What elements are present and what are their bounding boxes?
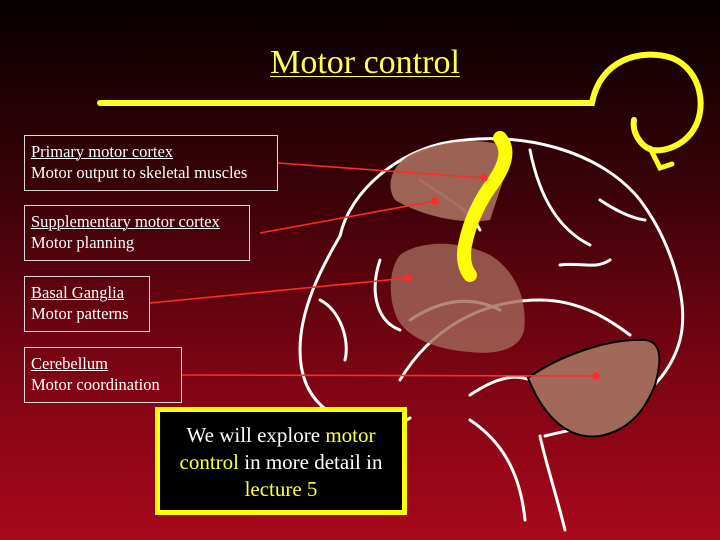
pointer-line-supplementary xyxy=(259,200,436,234)
callout-highlight-motor: motor xyxy=(325,423,376,447)
temporal-fissure xyxy=(398,298,632,382)
callout-text-1: We will explore xyxy=(186,423,326,447)
pointer-dot-cerebellum xyxy=(592,372,600,380)
label-heading: Supplementary motor cortex xyxy=(31,212,220,231)
label-primary-motor-cortex: Primary motor cortex Motor output to ske… xyxy=(24,135,278,191)
label-description: Motor planning xyxy=(31,233,135,252)
label-description: Motor coordination xyxy=(31,375,160,394)
callout-highlight-lecture: lecture 5 xyxy=(244,477,318,501)
label-supplementary-motor-cortex: Supplementary motor cortex Motor plannin… xyxy=(24,205,250,261)
sulcus-4 xyxy=(598,198,647,222)
brain-outline-lower xyxy=(298,234,412,429)
title-rule-and-brain-outline-icon xyxy=(97,51,704,154)
sulcus-5 xyxy=(373,258,402,332)
slide-title: Motor control xyxy=(270,44,460,81)
label-heading: Primary motor cortex xyxy=(31,142,174,161)
label-heading: Basal Ganglia xyxy=(31,283,125,302)
brainstem-1 xyxy=(468,418,527,522)
pointer-dot-primary-motor xyxy=(480,174,488,182)
label-basal-ganglia: Basal Ganglia Motor patterns xyxy=(24,276,150,332)
sulcus-6 xyxy=(318,298,348,362)
pointer-line-primary-motor xyxy=(277,162,485,179)
label-heading: Cerebellum xyxy=(31,354,108,373)
sulcus-2 xyxy=(528,148,592,247)
pointer-line-cerebellum xyxy=(181,374,597,377)
cerebellum-region xyxy=(526,338,661,438)
pointer-line-basal-ganglia xyxy=(149,277,409,304)
pointer-dot-basal-ganglia xyxy=(404,274,412,282)
sulcus-3 xyxy=(558,258,612,267)
callout-text-3: in more detail in xyxy=(239,450,383,474)
basal-ganglia-region xyxy=(390,243,525,353)
pointer-dot-supplementary xyxy=(431,197,439,205)
motor-strip xyxy=(456,131,513,282)
label-description: Motor output to skeletal muscles xyxy=(31,163,248,182)
label-cerebellum: Cerebellum Motor coordination xyxy=(24,347,182,403)
lecture-callout-box: We will explore motor control in more de… xyxy=(155,407,407,515)
brain-outline-icon-tail xyxy=(647,145,675,172)
callout-highlight-control: control xyxy=(179,450,239,474)
brainstem-2 xyxy=(538,434,567,532)
label-description: Motor patterns xyxy=(31,304,129,323)
